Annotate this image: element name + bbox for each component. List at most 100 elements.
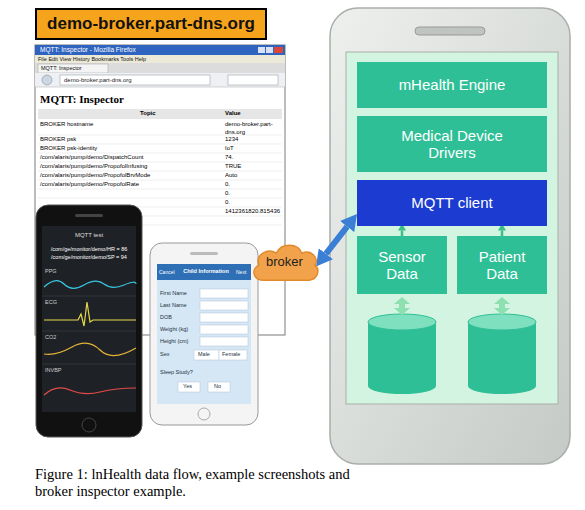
form-phone xyxy=(200,337,248,346)
form-phone xyxy=(200,325,248,334)
browser-window xyxy=(35,45,285,55)
form-phone xyxy=(150,243,258,425)
form-phone xyxy=(200,289,248,298)
sensor-data-box: Sensor Data xyxy=(357,236,447,294)
screenshot-text: Topic xyxy=(140,110,156,118)
screenshot-text: No xyxy=(214,383,221,390)
screenshot-text: CO2 xyxy=(45,334,56,341)
box-label: mHealth Engine xyxy=(399,76,506,93)
screenshot-text: /com/alaris/pump/demo/PropofolInfusing xyxy=(40,163,147,171)
screenshot-text: Sex xyxy=(160,351,169,358)
database-cylinder xyxy=(368,314,536,394)
screenshot-text-holder: First Name xyxy=(160,290,187,297)
screenshot-text-holder: 0. xyxy=(225,199,230,207)
browser-window xyxy=(35,73,285,87)
screenshot-text-holder: demo-broker.part-dns.org xyxy=(64,77,132,85)
box-label: demo-broker.part-dns.org xyxy=(47,14,255,34)
patient-data-box: Patient Data xyxy=(457,236,547,294)
browser-window xyxy=(38,198,282,199)
screenshot-text: Male xyxy=(198,351,210,358)
browser-window xyxy=(35,87,285,88)
browser-window xyxy=(60,75,210,85)
screenshot-text-holder: IoT xyxy=(225,145,234,153)
database-cylinder xyxy=(468,314,536,330)
screenshot-text-holder: Yes xyxy=(183,383,192,390)
monitor-phone xyxy=(42,226,136,412)
screenshot-text: demo-broker.part-dns.org xyxy=(225,121,284,137)
screenshot-text: MQTT test xyxy=(75,232,103,240)
screenshot-text-holder: Topic xyxy=(140,110,156,118)
screenshot-text-holder: /com/ge/monitor/demo/HR = 86 xyxy=(51,246,128,253)
form-phone xyxy=(219,350,247,360)
screenshot-text: BROKER psk-identity xyxy=(40,145,97,153)
monitor-phone xyxy=(44,302,136,326)
screenshot-text: 1412361820.815436 xyxy=(225,208,280,216)
screenshot-text: Cancel xyxy=(159,269,175,276)
screenshot-text-holder: No xyxy=(214,383,221,390)
screenshot-text: Sleep Study? xyxy=(160,369,193,376)
monitor-phone xyxy=(44,281,136,395)
screenshot-text-holder: Weight (kg) xyxy=(160,326,188,333)
screenshot-text: /com/ge/monitor/demo/HR = 86 xyxy=(51,246,128,253)
form-phone xyxy=(178,382,200,392)
browser-window xyxy=(38,189,282,190)
browser-window xyxy=(42,75,52,85)
screenshot-text-holder: Last Name xyxy=(160,302,187,309)
screenshot-text: INVBP xyxy=(45,367,62,374)
screenshot-text: BROKER hostname xyxy=(40,121,93,129)
browser-window xyxy=(38,135,282,136)
screenshot-text: File Edit View History Bookmarks Tools H… xyxy=(38,56,146,63)
form-phone xyxy=(208,382,230,392)
screenshot-text-holder: /com/ge/monitor/demo/SP = 94 xyxy=(51,254,127,261)
screenshot-text-holder: File Edit View History Bookmarks Tools H… xyxy=(38,56,146,63)
screenshot-text: /com/alaris/pump/demo/PropofolRate xyxy=(40,181,139,189)
monitor-phone xyxy=(44,388,136,395)
screenshot-text: /com/alaris/pump/demo/PropofolBrvMode xyxy=(40,172,150,180)
form-phone xyxy=(157,264,251,280)
screenshot-text: Weight (kg) xyxy=(160,326,188,333)
box-label: Sensor Data xyxy=(367,248,437,283)
screenshot-text-holder: Sleep Study? xyxy=(160,369,193,376)
screenshot-text: ECG xyxy=(45,299,57,306)
screenshot-text: 74. xyxy=(225,154,233,162)
screenshot-text: PPG xyxy=(45,268,57,275)
screenshot-text-holder: /com/alaris/pump/demo/PropofolBrvMode xyxy=(40,172,150,180)
screenshot-text: First Name xyxy=(160,290,187,297)
box-label: broker xyxy=(266,255,303,270)
screenshot-text: DOB xyxy=(160,314,172,321)
screenshot-text-holder: MQTT: Inspector - Mozilla Firefox xyxy=(40,46,136,54)
screenshot-text: 1234 xyxy=(225,136,238,144)
screenshot-text-holder: demo-broker.part-dns.org xyxy=(225,121,284,137)
screenshot-text: Next xyxy=(236,269,246,276)
form-phone xyxy=(200,313,248,322)
screenshot-text-holder: ECG xyxy=(45,299,57,306)
app-phone xyxy=(330,8,570,464)
screenshot-text-holder: CO2 xyxy=(45,334,56,341)
monitor-phone xyxy=(42,296,136,364)
title-box: demo-broker.part-dns.org xyxy=(35,8,267,40)
screenshot-text-holder: TRUE xyxy=(225,163,241,171)
screenshot-text-holder: PPG xyxy=(45,268,57,275)
screenshot-text: Value xyxy=(225,110,241,118)
screenshot-text-holder: BROKER psk-identity xyxy=(40,145,97,153)
mqtt-client-box: MQTT client xyxy=(357,180,547,226)
box-label: Medical Device Drivers xyxy=(382,127,522,162)
engine-box: mHealth Engine xyxy=(357,62,547,108)
data-arrow xyxy=(394,297,510,315)
data-arrow xyxy=(394,297,410,315)
screenshot-text: Female xyxy=(222,351,240,358)
screenshot-text-holder: Next xyxy=(236,269,246,276)
browser-window xyxy=(38,144,282,145)
screenshot-text-holder: Male xyxy=(198,351,210,358)
browser-window xyxy=(38,64,108,73)
app-phone xyxy=(415,27,485,35)
screenshot-text-holder: /com/alaris/pump/demo/DispatchCount xyxy=(40,154,143,162)
screenshot-text: TRUE xyxy=(225,163,241,171)
data-arrow xyxy=(494,297,510,315)
screenshot-text-holder: 1412361820.815436 xyxy=(225,208,280,216)
form-phone xyxy=(190,252,218,255)
screenshot-text-holder: INVBP xyxy=(45,367,62,374)
screenshot-text-holder: /com/alaris/pump/demo/PropofolInfusing xyxy=(40,163,147,171)
form-phone xyxy=(198,408,210,420)
screenshot-text: MQTT: Inspector - Mozilla Firefox xyxy=(40,46,136,54)
